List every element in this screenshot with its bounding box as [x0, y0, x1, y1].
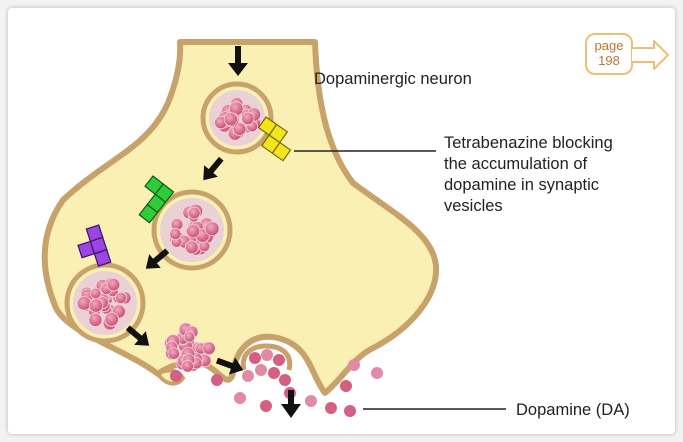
label-dopaminergic-neuron: Dopaminergic neuron [314, 69, 472, 90]
dopamine-particle [188, 207, 200, 219]
dopamine-particle [182, 360, 194, 372]
dopamine-particle [89, 313, 102, 326]
page-reference-badge[interactable]: page 198 [580, 30, 672, 80]
dopamine-particle [107, 278, 120, 291]
dopamine-particle [89, 299, 102, 312]
label-tetrabenazine-line: the accumulation of [444, 154, 664, 175]
dopamine-particle [77, 296, 91, 310]
label-tetrabenazine-line: dopamine in synaptic [444, 175, 664, 196]
label-tetrabenazine: Tetrabenazine blocking the accumulation … [444, 133, 664, 217]
figure-card: Dopaminergic neuron Tetrabenazine blocki… [8, 8, 675, 434]
label-tetrabenazine-line: vesicles [444, 196, 664, 217]
page-badge-word: page [591, 39, 627, 53]
label-tetrabenazine-line: Tetrabenazine blocking [444, 133, 664, 154]
dopamine-particle [205, 222, 219, 236]
dopamine-particle [242, 112, 254, 124]
dopamine-particle [115, 292, 126, 303]
dopamine-particle [105, 313, 119, 327]
page-badge-number: 198 [591, 54, 627, 68]
dopamine-particle [184, 332, 195, 343]
dopamine-particle [203, 342, 216, 355]
label-dopamine: Dopamine (DA) [516, 400, 630, 421]
arrow-down-bottom [281, 390, 301, 418]
vesicle-top [203, 84, 271, 152]
dopamine-particle [185, 241, 198, 254]
dopamine-particle [224, 113, 237, 126]
dopamine-particle [170, 228, 181, 239]
dopamine-particle [187, 225, 200, 238]
vesicle-middle [154, 192, 230, 268]
dopamine-particle [168, 348, 180, 360]
